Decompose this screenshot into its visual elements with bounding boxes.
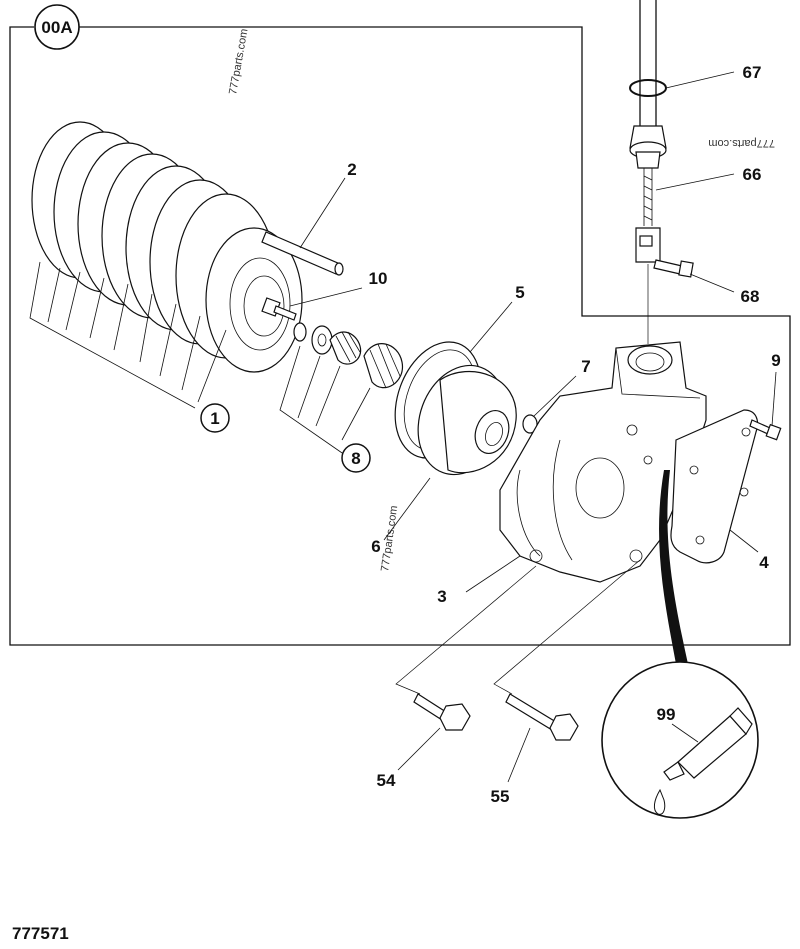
leader-68 <box>689 273 735 293</box>
leader-6 <box>383 477 431 541</box>
callout-1[interactable]: 1 <box>200 403 230 433</box>
assembly-frame <box>9 26 791 646</box>
bolt-55[interactable] <box>505 693 579 741</box>
leader-lines-8 <box>279 345 371 456</box>
watermark-right: 777parts.com <box>708 137 775 149</box>
drawing-number: 777571 <box>12 924 69 943</box>
bolt-54[interactable] <box>413 693 471 731</box>
leader-54 <box>397 727 441 771</box>
callout-7[interactable]: 7 <box>581 357 590 376</box>
callout-67[interactable]: 67 <box>743 63 762 82</box>
callout-5[interactable]: 5 <box>515 283 524 302</box>
pin[interactable] <box>261 231 344 276</box>
group-badge[interactable]: 00A <box>34 4 80 50</box>
housing[interactable] <box>499 341 707 583</box>
svg-text:00A: 00A <box>41 18 72 37</box>
cable-assembly[interactable] <box>629 0 667 263</box>
callout-9[interactable]: 9 <box>771 351 780 370</box>
callout-4[interactable]: 4 <box>759 553 769 572</box>
callout-99[interactable]: 99 <box>657 705 676 724</box>
svg-text:8: 8 <box>351 449 360 468</box>
callout-54[interactable]: 54 <box>377 771 396 790</box>
bolt-alignment-lines <box>395 559 641 695</box>
leader-4 <box>729 529 759 553</box>
o-ring[interactable] <box>522 414 538 434</box>
leader-55 <box>507 727 531 783</box>
leader-7 <box>533 375 577 417</box>
piston[interactable] <box>403 353 520 487</box>
circlip[interactable] <box>629 79 667 97</box>
cover-plate[interactable] <box>670 409 759 564</box>
leader-5 <box>469 301 513 353</box>
callout-66[interactable]: 66 <box>743 165 762 184</box>
leader-2 <box>299 177 346 249</box>
watermark-top: 777parts.com <box>227 28 250 96</box>
callout-10[interactable]: 10 <box>369 269 388 288</box>
washer-spring-set[interactable] <box>293 322 404 389</box>
callout-55[interactable]: 55 <box>491 787 510 806</box>
leader-9 <box>771 371 777 427</box>
svg-text:1: 1 <box>210 409 219 428</box>
leader-lines-1 <box>29 261 227 409</box>
sealant-detail-circle[interactable] <box>601 661 759 819</box>
callout-6[interactable]: 6 <box>371 537 380 556</box>
bolt-10[interactable] <box>261 297 297 321</box>
leader-66 <box>655 173 735 191</box>
callout-2[interactable]: 2 <box>347 160 356 179</box>
callout-8[interactable]: 8 <box>341 443 371 473</box>
leader-10 <box>289 287 363 307</box>
callout-68[interactable]: 68 <box>741 287 760 306</box>
clutch-plate-stack[interactable] <box>31 121 303 373</box>
leader-67 <box>665 71 735 89</box>
leader-3 <box>465 555 521 593</box>
bolt-9[interactable] <box>749 419 782 441</box>
sealant-leader-band <box>659 470 688 664</box>
callout-3[interactable]: 3 <box>437 587 446 606</box>
bolt-68[interactable] <box>653 259 694 278</box>
watermark-mid: 777parts.com <box>379 505 400 573</box>
